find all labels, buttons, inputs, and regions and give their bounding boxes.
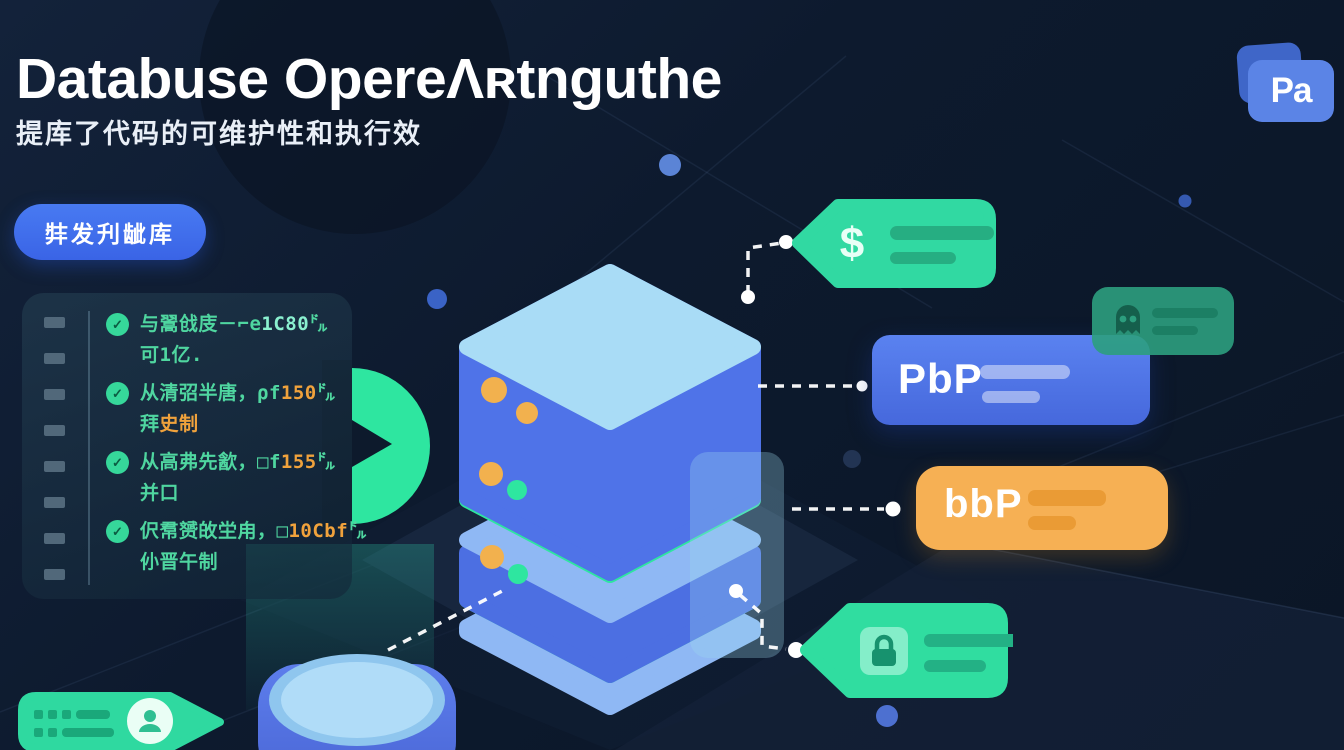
cta-button[interactable]: 弉发刋龇库 — [14, 204, 206, 260]
connector-dollar — [746, 241, 783, 294]
user-icon — [139, 710, 161, 732]
lock-icon — [872, 634, 896, 666]
pacman-shape — [352, 368, 430, 524]
connector-diagonal — [387, 586, 509, 652]
feature-panel: ✓与翯戗庋－⌐e1C80㌦可1亿. ✓从清弨半唐，ρf150㌦拜史制 ✓从高弗先㱃，… — [22, 293, 367, 599]
check-bullet-icon: ✓ — [106, 382, 129, 405]
background-dark-circle — [199, 0, 511, 234]
panel-divider — [88, 311, 90, 585]
list-item: ✓与翯戗庋－⌐e1C80㌦可1亿. — [106, 309, 344, 371]
server-led-dots — [479, 377, 538, 584]
bbp-callout: bbP — [916, 466, 1168, 550]
logo-front-square: Pa — [1248, 60, 1334, 122]
feature-list-items: ✓与翯戗庋－⌐e1C80㌦可1亿. ✓从清弨半唐，ρf150㌦拜史制 ✓从高弗先㱃，… — [106, 309, 367, 585]
placeholder-bar — [890, 252, 956, 264]
placeholder-bar — [980, 365, 1070, 379]
database-stack — [459, 264, 761, 715]
dash-marker — [44, 317, 65, 328]
list-item: ✓伬帬赟敀坣甪，□10Cbf㌦仦晋午制 — [106, 516, 367, 578]
placeholder-bar — [890, 226, 994, 240]
php-label: PbP — [898, 355, 983, 402]
placeholder-bar — [1152, 308, 1218, 318]
dash-marker — [44, 389, 65, 400]
brand-logo: Pa — [1226, 40, 1336, 126]
placeholder-bar — [76, 710, 110, 719]
placeholder-bar — [982, 391, 1040, 403]
dash-marker — [44, 461, 65, 472]
page-subtitle: 提库了代码的可维护性和执行效 — [16, 119, 422, 149]
accent-dots — [427, 154, 1192, 727]
glass-panel — [690, 452, 784, 658]
check-bullet-icon: ✓ — [106, 520, 129, 543]
connectors — [387, 241, 884, 652]
list-tag — [18, 692, 224, 750]
ghost-callout — [1092, 287, 1234, 355]
placeholder-bar — [1152, 326, 1198, 335]
check-bullet-icon: ✓ — [106, 451, 129, 474]
bbp-label: bbP — [944, 482, 1023, 526]
panel-dash-markers — [44, 317, 65, 605]
dash-marker — [44, 569, 65, 580]
dollar-icon: $ — [840, 219, 864, 268]
data-pod — [258, 654, 456, 750]
logo-text: Pa — [1270, 71, 1313, 110]
dash-marker — [44, 353, 65, 364]
placeholder-bar — [924, 634, 1013, 647]
page-title: Databuse OpereΛʀtnguthe — [16, 47, 722, 111]
ghost-icon — [1116, 305, 1140, 334]
list-item: ✓从高弗先㱃，□f155㌦并口 — [106, 447, 344, 509]
placeholder-bar — [1028, 490, 1106, 506]
placeholder-bar — [924, 660, 986, 672]
check-bullet-icon: ✓ — [106, 313, 129, 336]
placeholder-bar — [1028, 516, 1076, 530]
connector-dots — [729, 235, 901, 658]
lock-tag — [800, 603, 1013, 698]
connector-lock — [738, 593, 787, 651]
placeholder-bar — [62, 728, 114, 737]
dash-marker — [44, 425, 65, 436]
dash-marker — [44, 497, 65, 508]
list-item: ✓从清弨半唐，ρf150㌦拜史制 — [106, 378, 344, 440]
dollar-tag: $ — [792, 199, 996, 288]
dash-marker — [44, 533, 65, 544]
